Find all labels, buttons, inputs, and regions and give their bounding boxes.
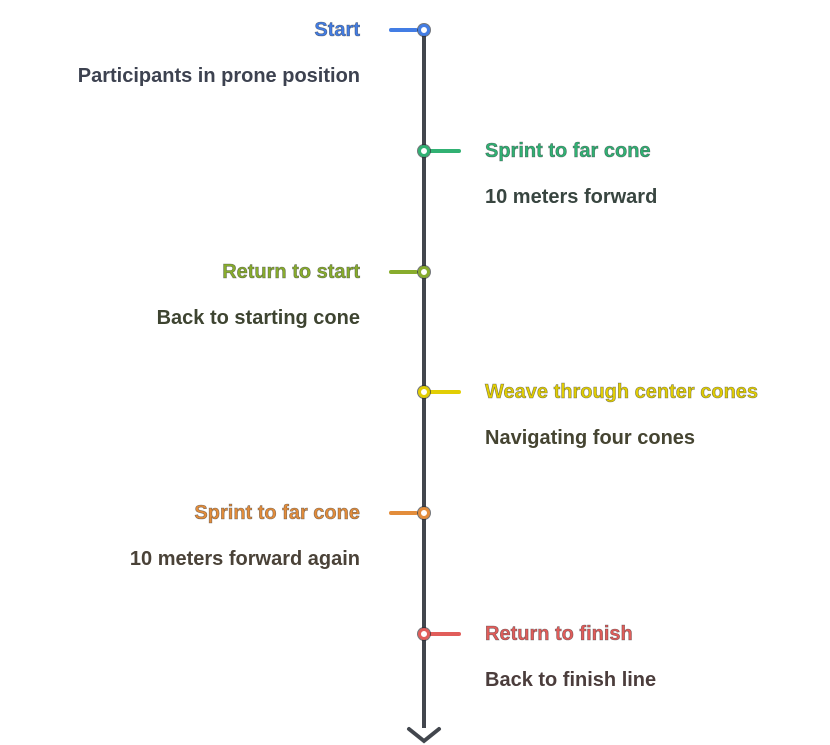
node-circle	[418, 628, 430, 640]
item-desc: Navigating four cones	[485, 427, 696, 449]
node-connector	[428, 632, 461, 636]
node-connector	[428, 149, 461, 153]
node-circle	[418, 24, 430, 36]
item-desc: Participants in prone position	[77, 65, 360, 87]
item-desc: Back to starting cone	[156, 307, 360, 329]
node-connector	[389, 270, 418, 274]
arrow-down-icon	[407, 727, 441, 744]
node-circle	[418, 507, 430, 519]
item-label: Weave through center cones	[485, 381, 759, 404]
item-label: Return to start	[222, 261, 360, 284]
item-desc: Back to finish line	[485, 669, 657, 691]
item-label: Sprint to far cone	[194, 502, 360, 525]
item-label: Sprint to far cone	[485, 140, 651, 163]
item-label: Start	[314, 19, 360, 42]
node-connector	[428, 390, 461, 394]
item-desc: 10 meters forward again	[129, 548, 360, 570]
node-circle	[418, 386, 430, 398]
item-label: Return to finish	[485, 623, 633, 646]
node-circle	[418, 266, 430, 278]
node-connector	[389, 511, 418, 515]
timeline-axis-line	[422, 30, 426, 728]
node-circle	[418, 145, 430, 157]
node-connector	[389, 28, 418, 32]
item-desc: 10 meters forward	[485, 186, 658, 208]
